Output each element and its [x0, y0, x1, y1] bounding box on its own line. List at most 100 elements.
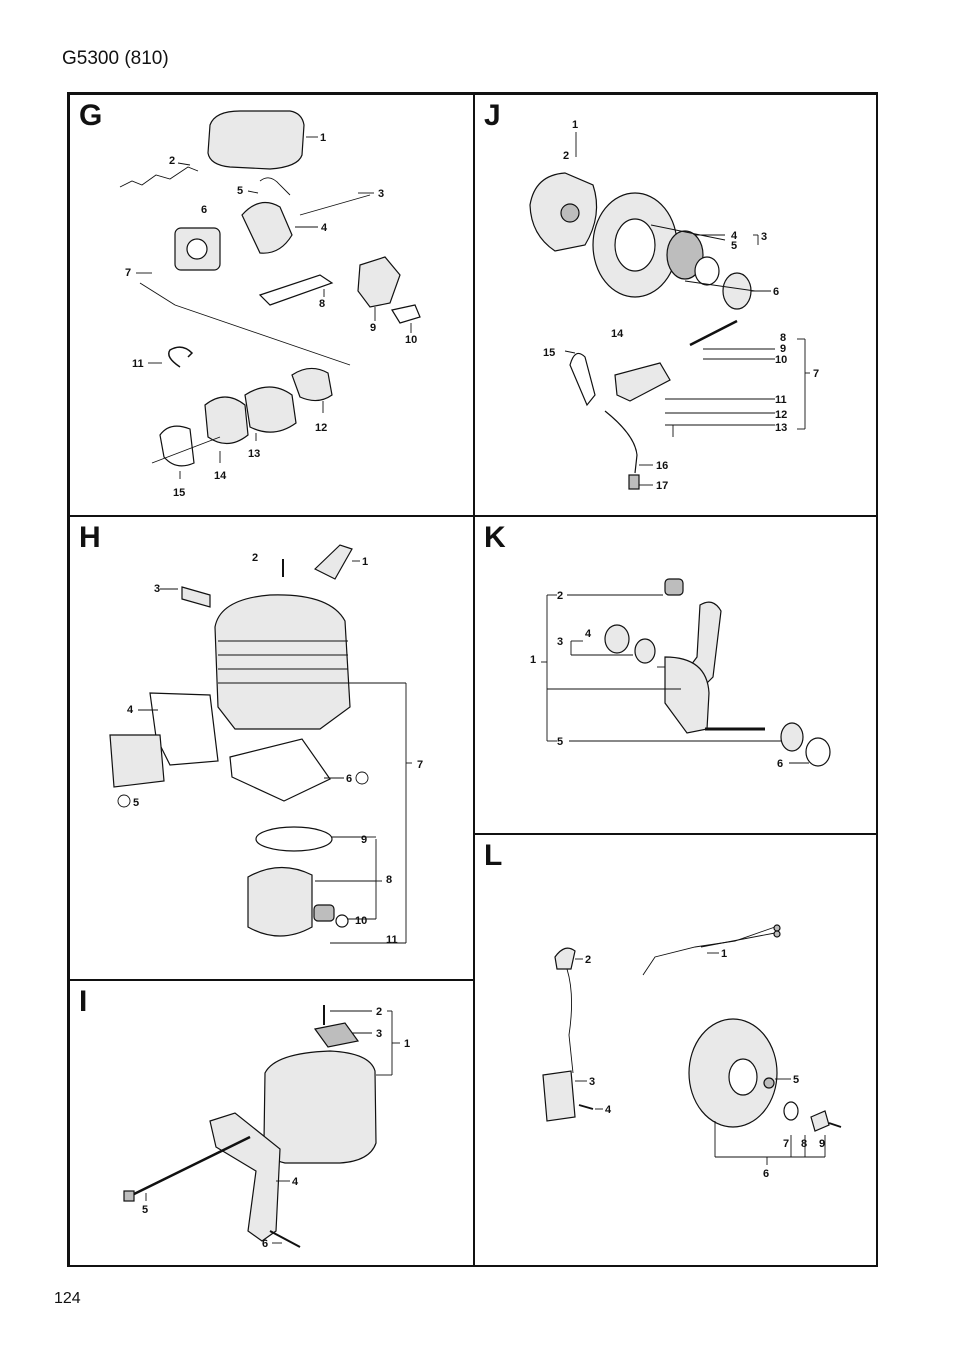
callout-l-1: 1 — [721, 948, 727, 960]
crankshaft — [664, 656, 710, 734]
ignition-cable — [642, 926, 776, 976]
callout-k-6: 6 — [777, 758, 783, 770]
panel-h-letter: H — [79, 521, 101, 554]
flywheel-nut — [763, 1077, 775, 1089]
callout-l-8: 8 — [801, 1138, 807, 1150]
callout-j-8: 8 — [780, 332, 786, 344]
callout-h-3: 3 — [154, 583, 160, 595]
callout-k-4: 4 — [585, 628, 592, 640]
page-number: 124 — [54, 1290, 81, 1307]
panel-k: K 1 2 3 4 5 6 — [474, 516, 878, 834]
panel-g: G — [69, 94, 474, 516]
panel-j-drawing: 1 2 3 4 5 6 7 8 9 10 11 12 13 — [529, 119, 819, 492]
panel-l-letter: L — [484, 839, 503, 872]
panel-k-letter: K — [484, 521, 506, 554]
circlip — [335, 914, 349, 928]
callout-j-1: 1 — [572, 119, 578, 131]
callout-j-2: 2 — [563, 150, 569, 162]
panel-l: L 1 2 3 4 — [474, 834, 878, 1267]
spring-clip — [391, 304, 421, 324]
parts-diagram-sheet: G — [67, 92, 878, 1267]
callout-h-9: 9 — [361, 834, 367, 846]
callout-j-6: 6 — [773, 286, 779, 298]
callout-g-15: 15 — [173, 487, 185, 499]
callout-j-10: 10 — [775, 354, 787, 366]
air-filter-cover — [207, 110, 305, 170]
hose-clamp — [159, 425, 195, 467]
panel-j: J 1 2 — [474, 94, 878, 516]
callout-h-11: 11 — [386, 934, 398, 946]
intake-gasket — [109, 734, 165, 788]
flange — [204, 396, 249, 445]
callout-i-1: 1 — [404, 1038, 410, 1050]
callout-j-13: 13 — [775, 422, 787, 434]
panel-k-drawing: 1 2 3 4 5 6 — [530, 578, 831, 770]
callout-g-4: 4 — [321, 222, 328, 234]
callout-l-3: 3 — [589, 1076, 595, 1088]
piston-ring — [255, 826, 333, 852]
callout-h-7: 7 — [417, 759, 423, 771]
callout-g-11: 11 — [132, 358, 144, 370]
callout-g-13: 13 — [248, 448, 260, 460]
bearing-small — [634, 638, 656, 664]
oil-pump-lever — [569, 352, 596, 407]
clamp — [291, 367, 333, 402]
panel-g-drawing: 1 2 3 4 5 6 7 8 9 10 11 12 13 14 — [119, 110, 421, 499]
muffler — [263, 1050, 377, 1164]
piston — [247, 866, 313, 937]
cylinder-base-gasket — [229, 738, 331, 802]
intake-manifold — [244, 386, 297, 433]
panel-i: I 2 3 1 4 5 6 — [69, 980, 474, 1267]
bearing-left — [604, 624, 630, 654]
seal — [805, 737, 831, 767]
bearing-right — [780, 722, 804, 752]
throttle-bracket — [258, 274, 334, 306]
callout-l-7: 7 — [783, 1138, 789, 1150]
callout-l-9: 9 — [819, 1138, 825, 1150]
callout-j-12: 12 — [775, 409, 787, 421]
intake-elbow — [241, 201, 293, 254]
oil-filter — [628, 474, 640, 490]
callout-l-6: 6 — [763, 1168, 769, 1180]
callout-h-2: 2 — [252, 552, 258, 564]
callout-i-4: 4 — [292, 1176, 299, 1188]
retaining-ring — [168, 346, 194, 368]
callout-i-3: 3 — [376, 1028, 382, 1040]
callout-j-7: 7 — [813, 368, 819, 380]
sprocket — [666, 230, 704, 280]
callout-k-1: 1 — [530, 654, 536, 666]
page-title: G5300 (810) — [62, 48, 169, 69]
panel-l-drawing: 1 2 3 4 5 6 7 8 9 — [542, 924, 842, 1180]
callout-g-1: 1 — [320, 132, 326, 144]
callout-h-5: 5 — [133, 797, 139, 809]
panel-h: H 1 2 3 — [69, 516, 474, 980]
intake-boot — [357, 256, 401, 308]
callout-j-9: 9 — [780, 343, 786, 355]
callout-j-5: 5 — [731, 240, 737, 252]
muffler-bracket — [209, 1112, 281, 1242]
callout-g-8: 8 — [319, 298, 325, 310]
callout-h-10: 10 — [355, 915, 367, 927]
callout-j-11: 11 — [775, 394, 787, 406]
panel-g-letter: G — [79, 99, 103, 132]
callout-k-3: 3 — [557, 636, 563, 648]
callout-g-6: 6 — [201, 204, 207, 216]
callout-g-12: 12 — [315, 422, 327, 434]
callout-l-5: 5 — [793, 1074, 799, 1086]
oil-hose — [604, 410, 638, 474]
callout-h-8: 8 — [386, 874, 392, 886]
oil-pump-body — [614, 362, 671, 402]
callout-j-16: 16 — [656, 460, 668, 472]
muffler-bolt-head — [123, 1190, 135, 1202]
callout-g-10: 10 — [405, 334, 417, 346]
washer — [783, 1101, 799, 1121]
washer — [722, 272, 752, 310]
ignition-module — [542, 1070, 576, 1122]
spark-arrestor-screen — [313, 1022, 360, 1048]
callout-i-2: 2 — [376, 1006, 382, 1018]
cylinder — [214, 594, 351, 730]
spark-plug — [313, 544, 353, 580]
panel-i-letter: I — [79, 985, 88, 1018]
spark-plug-cap — [554, 947, 576, 970]
callout-j-15: 15 — [543, 347, 555, 359]
